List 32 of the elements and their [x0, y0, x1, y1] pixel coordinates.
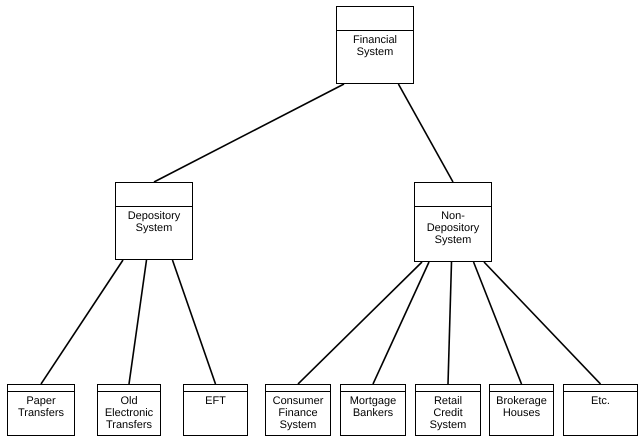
connector-line — [372, 262, 430, 384]
connector-line — [40, 260, 124, 384]
connector-line — [472, 262, 522, 384]
process-box — [415, 384, 481, 436]
box-label: Brokerage Houses — [495, 395, 548, 419]
box-label: Consumer Finance System — [272, 395, 324, 431]
connector-line — [128, 260, 148, 384]
box-label: EFT — [205, 395, 226, 407]
process-box — [265, 384, 331, 436]
box-label: Paper Transfers — [16, 395, 66, 419]
connector-line — [483, 261, 602, 385]
process-box — [7, 384, 75, 436]
process-box — [183, 384, 248, 436]
box-label: Financial System — [352, 34, 398, 58]
process-box — [340, 384, 406, 436]
box-label: Retail Credit System — [428, 395, 468, 431]
box-label: Depository System — [126, 210, 182, 234]
connector-line — [447, 262, 452, 384]
process-box — [97, 384, 161, 436]
connector-line — [172, 260, 216, 384]
connector-line — [297, 261, 423, 385]
process-box — [563, 384, 638, 436]
box-label: Mortgage Bankers — [348, 395, 398, 419]
connector-line — [398, 84, 454, 182]
connector-line — [154, 83, 344, 183]
process-box — [414, 182, 492, 262]
box-label: Old Electronic Transfers — [104, 395, 154, 431]
box-label: Non-Depository System — [426, 210, 480, 246]
process-box — [115, 182, 193, 260]
process-box — [336, 6, 414, 84]
process-box — [489, 384, 554, 436]
box-label: Etc. — [591, 395, 610, 407]
